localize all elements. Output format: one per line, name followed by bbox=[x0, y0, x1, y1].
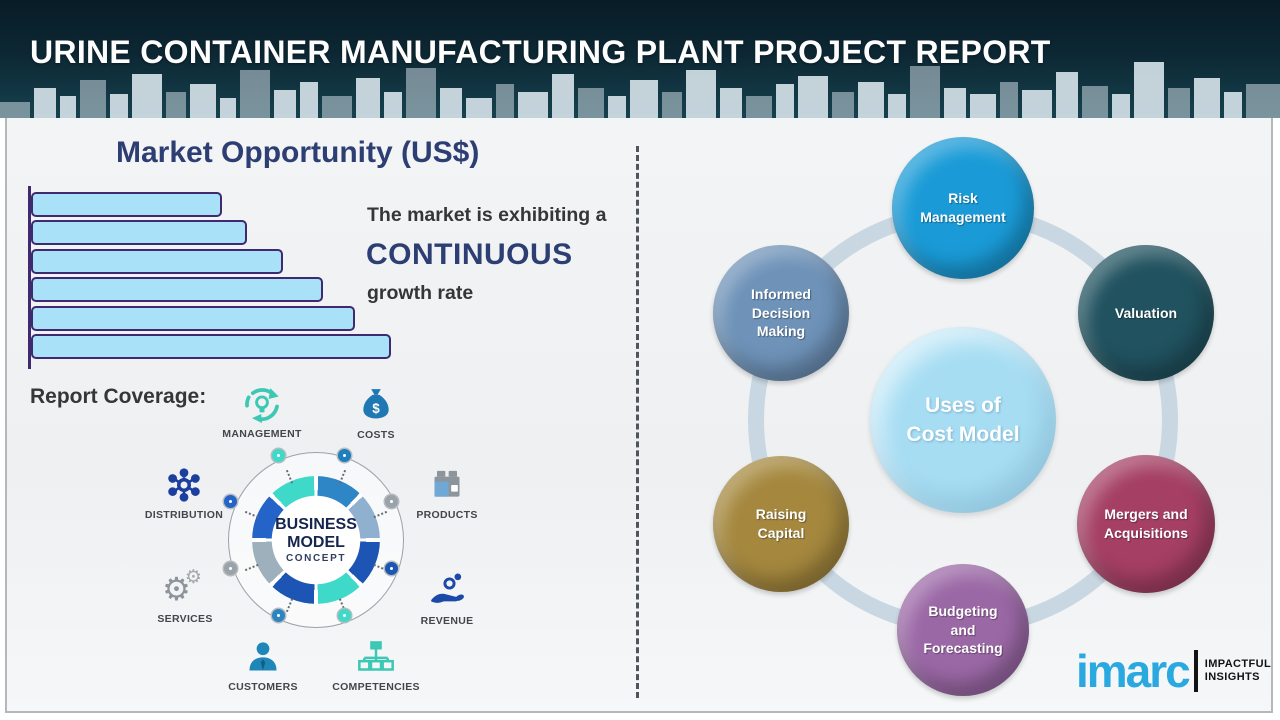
wheel-node bbox=[272, 609, 285, 622]
wheel-node bbox=[338, 449, 351, 462]
bm-item-costs: $ COSTS bbox=[321, 384, 431, 441]
bubble-label: Valuation bbox=[1114, 304, 1178, 321]
bm-item-management: MANAGEMENT bbox=[207, 383, 317, 440]
bm-item-label: COSTS bbox=[357, 429, 395, 441]
bubble-raising-capital: Raising Capital bbox=[713, 456, 849, 592]
bm-item-label: CUSTOMERS bbox=[228, 681, 298, 693]
center-bubble-line2: Cost Model bbox=[906, 423, 1020, 446]
business-model-center: BUSINESS MODEL CONCEPT bbox=[272, 496, 360, 584]
network-hub-icon bbox=[168, 468, 200, 502]
logo-tagline-line2: INSIGHTS bbox=[1204, 671, 1260, 683]
business-model-center-line3: CONCEPT bbox=[285, 553, 347, 565]
bm-item-label: DISTRIBUTION bbox=[144, 509, 224, 521]
growth-text-line3: growth rate bbox=[367, 282, 474, 304]
market-bar bbox=[31, 192, 222, 217]
city-skyline-icon bbox=[0, 62, 1280, 118]
wheel-node bbox=[272, 449, 285, 462]
bubble-label: Budgeting and Forecasting bbox=[923, 602, 1003, 657]
bubble-label: Informed Decision Making bbox=[751, 285, 811, 340]
center-bubble-line1: Uses of bbox=[925, 393, 1001, 417]
bubble-valuation: Valuation bbox=[1078, 245, 1214, 381]
bm-item-label: REVENUE bbox=[420, 615, 474, 627]
bm-item-label: SERVICES bbox=[157, 613, 213, 625]
bubble-uses-of-cost-model: Uses of Cost Model bbox=[870, 327, 1056, 513]
business-model-center-line1: BUSINESS bbox=[275, 515, 357, 533]
bm-item-label: PRODUCTS bbox=[416, 509, 478, 521]
bar-chart-axis bbox=[28, 186, 31, 369]
bubble-label: Risk Management bbox=[920, 190, 1006, 225]
org-chart-icon bbox=[358, 641, 394, 671]
gear-icon: ⚙ bbox=[184, 566, 202, 588]
panel-divider bbox=[636, 146, 639, 698]
bubble-label: Raising Capital bbox=[755, 506, 807, 541]
logo-tagline-line1: IMPACTFUL bbox=[1204, 657, 1272, 670]
bm-item-competencies: COMPETENCIES bbox=[321, 636, 431, 693]
growth-text-line2: CONTINUOUS bbox=[366, 238, 573, 271]
growth-text-line1: The market is exhibiting a bbox=[367, 204, 607, 226]
bm-item-label: COMPETENCIES bbox=[332, 681, 420, 693]
market-bar bbox=[31, 220, 247, 245]
bubble-budgeting-and-forecasting: Budgeting and Forecasting bbox=[897, 564, 1029, 696]
wheel-node bbox=[224, 495, 237, 508]
bubble-informed-decision-making: Informed Decision Making bbox=[713, 245, 849, 381]
dollar-glyph: $ bbox=[372, 401, 380, 416]
report-coverage-label: Report Coverage: bbox=[30, 385, 207, 408]
bm-item-revenue: REVENUE bbox=[392, 570, 502, 627]
business-model-center-line2: MODEL bbox=[287, 533, 345, 551]
logo-brand: imarc bbox=[1076, 645, 1191, 697]
wheel-node bbox=[224, 562, 237, 575]
market-bar bbox=[31, 306, 355, 331]
bm-item-distribution: DISTRIBUTION bbox=[129, 464, 239, 521]
market-bar bbox=[31, 249, 283, 274]
logo-divider-bar bbox=[1193, 650, 1198, 692]
person-icon bbox=[249, 642, 277, 671]
management-cycle-icon bbox=[245, 388, 279, 424]
logo-tagline: IMPACTFUL INSIGHTS bbox=[1205, 658, 1271, 684]
bubble-risk-management: Risk Management bbox=[892, 137, 1034, 279]
chart-title: Market Opportunity (US$) bbox=[116, 136, 480, 169]
bar-chart-bars bbox=[31, 192, 393, 362]
hand-coins-icon bbox=[431, 573, 464, 603]
money-bag-icon: $ bbox=[363, 389, 389, 419]
bubble-label: Mergers and Acquisitions bbox=[1103, 506, 1188, 541]
bm-item-label: MANAGEMENT bbox=[222, 428, 302, 440]
wheel-node bbox=[338, 609, 351, 622]
bm-item-customers: CUSTOMERS bbox=[208, 636, 318, 693]
bubble-mergers-and-acquisitions: Mergers and Acquisitions bbox=[1077, 455, 1215, 593]
imarc-logo: imarc IMPACTFUL INSIGHTS bbox=[1076, 648, 1271, 694]
market-bar bbox=[31, 277, 323, 302]
bm-item-services: ⚙⚙ SERVICES bbox=[130, 566, 240, 626]
page-title: URINE CONTAINER MANUFACTURING PLANT PROJ… bbox=[30, 34, 1051, 70]
header-banner: URINE CONTAINER MANUFACTURING PLANT PROJ… bbox=[0, 0, 1280, 118]
product-box-icon bbox=[434, 470, 460, 497]
market-bar bbox=[31, 334, 391, 359]
bm-item-products: PRODUCTS bbox=[392, 464, 502, 521]
gear-icon: ⚙ bbox=[162, 571, 191, 607]
wheel-node bbox=[385, 562, 398, 575]
wheel-node bbox=[385, 495, 398, 508]
